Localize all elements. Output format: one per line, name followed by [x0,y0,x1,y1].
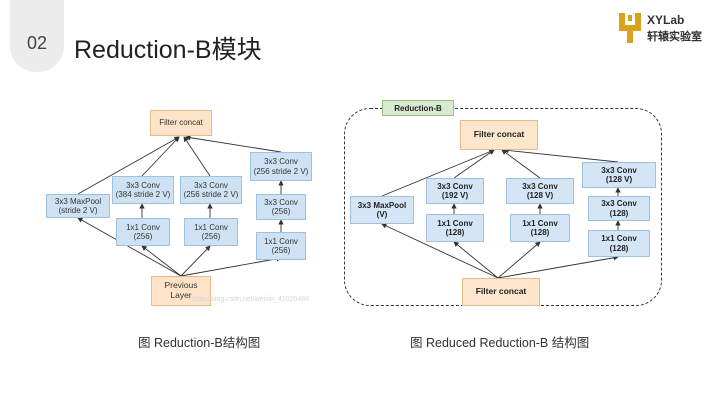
diagram-connectors [381,147,621,279]
filter-concat-bottom-box: Filter concat [462,278,540,306]
caption-right: 图 Reduced Reduction-B 结构图 [410,336,590,350]
filter-concat-top-box: Filter concat [460,120,538,150]
watermark: https://blog.csdn.net/weixin_41020486 [190,296,310,303]
branch3-bottom-box: 1x1 Conv (256) [256,232,306,260]
branch2-conv3-box: 3x3 Conv (256 stride 2 V) [180,176,242,204]
slide-title: Reduction-B模块 [74,36,262,64]
branch3-top-box: 3x3 Conv (128 V) [582,162,656,188]
slide-number: 02 [26,33,48,53]
maxpool-box: 3x3 MaxPool (stride 2 V) [46,194,110,218]
branch3-mid-box: 3x3 Conv (128) [588,196,650,221]
logo: XYLab 轩辕实验室 [617,11,711,47]
branch2-conv3-box: 3x3 Conv (128 V) [506,178,574,204]
branch1-conv3-box: 3x3 Conv (384 stride 2 V) [112,176,174,204]
slide-number-tab [10,0,64,72]
diagram-reduction-b: Filter concat 3x3 MaxPool (stride 2 V) 3… [44,106,320,310]
branch3-top-box: 3x3 Conv (256 stride 2 V) [250,152,312,181]
maxpool-box: 3x3 MaxPool (V) [350,196,414,224]
branch2-conv1-box: 1x1 Conv (128) [510,214,570,242]
branch1-conv3-box: 3x3 Conv (192 V) [426,178,484,204]
filter-concat-box: Filter concat [150,110,212,136]
xylab-logo-icon [619,13,641,43]
branch3-bottom-box: 1x1 Conv (128) [588,230,650,257]
branch1-conv1-box: 1x1 Conv (256) [116,218,170,246]
logo-brand: XYLab [647,13,685,27]
previous-layer-box: Previous Layer [151,276,211,306]
branch1-conv1-box: 1x1 Conv (128) [426,214,484,242]
branch2-conv1-box: 1x1 Conv (256) [184,218,238,246]
branch3-mid-box: 3x3 Conv (256) [256,194,306,220]
reduction-b-tag: Reduction-B [382,100,454,116]
logo-subtitle: 轩辕实验室 [647,31,702,43]
diagram-reduced-reduction-b: Reduction-B Filter concat 3x3 MaxPool (V… [344,100,664,310]
caption-left: 图 Reduction-B结构图 [138,336,261,350]
diagram-connectors [77,135,284,277]
